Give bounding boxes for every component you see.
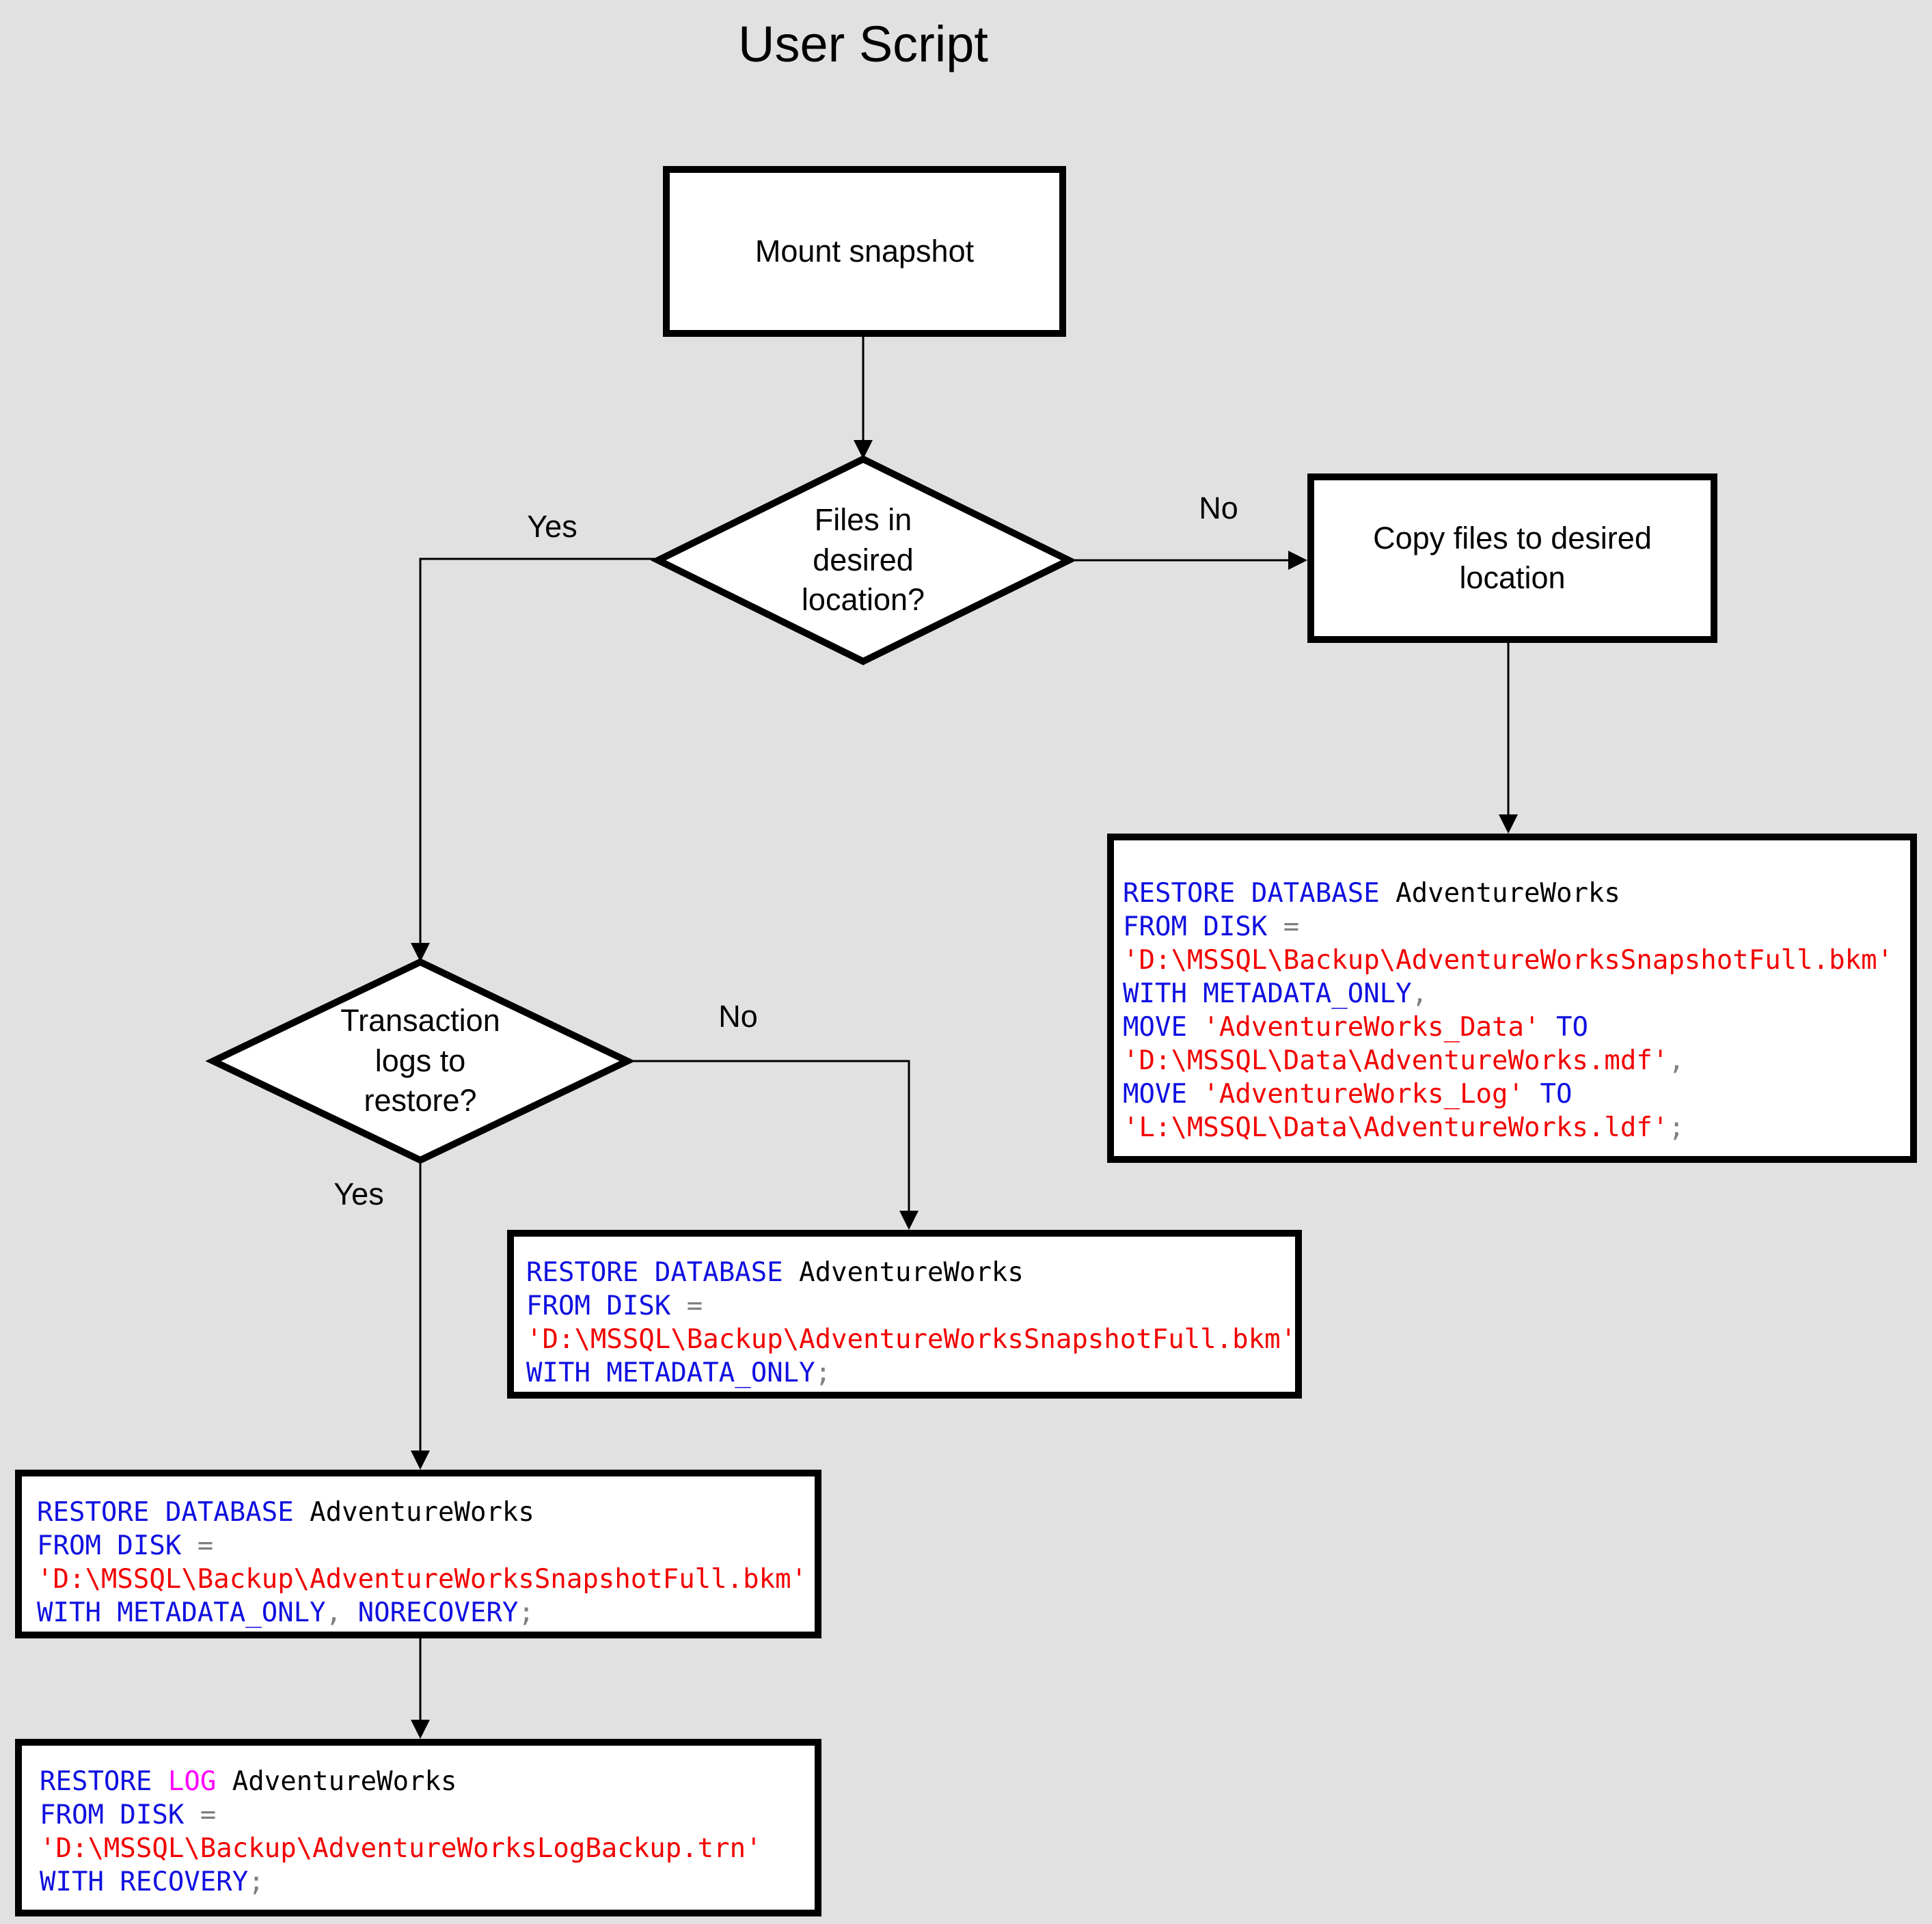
code-line: RESTORE LOG AdventureWorks: [40, 1765, 815, 1798]
code-token: AdventureWorks: [783, 1257, 1024, 1288]
code-line: FROM DISK =: [37, 1529, 815, 1563]
code-token: FROM DISK: [1123, 911, 1268, 942]
arrowhead-icon: [411, 1720, 430, 1739]
arrowhead-icon: [1499, 814, 1518, 834]
code-token: WITH RECOVERY: [40, 1867, 249, 1897]
code-token: 'D:\MSSQL\Data\AdventureWorks.mdf': [1123, 1045, 1669, 1076]
code-line: RESTORE DATABASE AdventureWorks: [37, 1496, 815, 1529]
code-token: MOVE: [1123, 1012, 1187, 1043]
code-token: =: [1267, 911, 1300, 942]
arrowhead-icon: [411, 1451, 430, 1470]
edge-label-logs-yes: Yes: [334, 1177, 384, 1211]
node-files-decision-label: Files in desired location?: [801, 502, 925, 618]
code-token: =: [181, 1530, 214, 1561]
code-line: WITH RECOVERY;: [40, 1865, 815, 1899]
code-line: 'D:\MSSQL\Data\AdventureWorks.mdf',: [1123, 1044, 1903, 1077]
edge-files-yes-to-logs-decision: [419, 558, 658, 946]
code-token: FROM DISK: [37, 1530, 182, 1561]
node-copy-files: Copy files to desired location: [1307, 473, 1717, 643]
files-decision-diamond: [650, 455, 1077, 665]
edge-label-files-no: No: [1199, 491, 1238, 525]
code-token: AdventureWorks: [1379, 878, 1620, 909]
code-line: FROM DISK =: [1123, 910, 1903, 944]
node-files-decision: Files in desired location?: [771, 471, 955, 649]
code-token: RESTORE DATABASE: [37, 1497, 294, 1528]
node-mount-snapshot-label: Mount snapshot: [754, 233, 975, 269]
code-line: FROM DISK =: [526, 1289, 1295, 1323]
code-line: WITH METADATA_ONLY;: [526, 1356, 1295, 1390]
code-token: 'AdventureWorks_Log': [1186, 1079, 1525, 1110]
code-token: ;: [1668, 1112, 1685, 1143]
code-token: ,: [1668, 1045, 1685, 1076]
code-token: 'D:\MSSQL\Backup\AdventureWorksSnapshotF…: [1123, 945, 1894, 976]
code-line: 'D:\MSSQL\Backup\AdventureWorksSnapshotF…: [526, 1323, 1297, 1356]
code-token: 'D:\MSSQL\Backup\AdventureWorksLogBackup…: [40, 1833, 762, 1864]
code-line: 'D:\MSSQL\Backup\AdventureWorksLogBackup…: [40, 1832, 815, 1865]
code-token: FROM DISK: [526, 1291, 671, 1321]
code-line: RESTORE DATABASE AdventureWorks: [526, 1256, 1295, 1289]
code-token: =: [670, 1291, 703, 1321]
node-copy-files-label: Copy files to desired location: [1373, 520, 1652, 596]
code-line: 'D:\MSSQL\Backup\AdventureWorksSnapshotF…: [37, 1563, 815, 1596]
code-line: WITH METADATA_ONLY, NORECOVERY;: [37, 1596, 815, 1630]
edge-logs-no-to-restore-metadata: [627, 1060, 910, 1213]
code-token: RESTORE DATABASE: [526, 1257, 783, 1288]
code-token: WITH METADATA_ONLY: [1123, 978, 1412, 1009]
arrowhead-icon: [854, 440, 873, 459]
code-line: MOVE 'AdventureWorks_Log' TO: [1123, 1077, 1903, 1111]
code-line: 'D:\MSSQL\Backup\AdventureWorksSnapshotF…: [1123, 944, 1903, 977]
code-line: 'L:\MSSQL\Data\AdventureWorks.ldf';: [1123, 1111, 1903, 1144]
code-token: 'AdventureWorks_Data': [1186, 1012, 1540, 1043]
code-token: ;: [518, 1597, 534, 1628]
code-token: AdventureWorks: [216, 1766, 457, 1797]
code-token: FROM DISK: [40, 1800, 185, 1830]
arrowhead-icon: [1288, 551, 1307, 570]
code-line: WITH METADATA_ONLY,: [1123, 977, 1903, 1011]
code-line: MOVE 'AdventureWorks_Data' TO: [1123, 1011, 1903, 1044]
arrowhead-icon: [411, 943, 430, 962]
code-line: RESTORE DATABASE AdventureWorks: [1123, 877, 1903, 910]
code-token: RESTORE DATABASE: [1123, 878, 1380, 909]
code-token: ;: [248, 1867, 264, 1897]
code-token: TO: [1524, 1079, 1573, 1110]
code-token: 'D:\MSSQL\Backup\AdventureWorksSnapshotF…: [526, 1324, 1297, 1355]
arrowhead-icon: [899, 1211, 919, 1230]
code-token: =: [184, 1800, 217, 1830]
code-token: TO: [1540, 1012, 1588, 1043]
node-logs-decision: Transaction logs to restore?: [328, 974, 513, 1149]
node-logs-decision-label: Transaction logs to restore?: [340, 1003, 500, 1118]
code-token: MOVE: [1123, 1079, 1187, 1110]
code-token: 'D:\MSSQL\Backup\AdventureWorksSnapshotF…: [37, 1564, 808, 1595]
code-token: NORECOVERY: [342, 1597, 519, 1628]
code-token: ;: [815, 1358, 832, 1388]
code-token: 'L:\MSSQL\Data\AdventureWorks.ldf': [1123, 1112, 1669, 1143]
code-token: LOG: [152, 1766, 217, 1797]
edge-label-files-yes: Yes: [527, 509, 577, 544]
code-token: AdventureWorks: [293, 1497, 534, 1528]
edge-label-logs-no: No: [718, 999, 758, 1034]
code-line: FROM DISK =: [40, 1798, 815, 1832]
code-token: WITH METADATA_ONLY: [37, 1597, 326, 1628]
code-token: RESTORE: [40, 1766, 152, 1797]
page-title: User Script: [738, 16, 988, 72]
node-mount-snapshot: Mount snapshot: [663, 166, 1066, 337]
code-token: ,: [325, 1597, 342, 1628]
code-token: WITH METADATA_ONLY: [526, 1358, 815, 1388]
code-token: ,: [1411, 978, 1428, 1009]
